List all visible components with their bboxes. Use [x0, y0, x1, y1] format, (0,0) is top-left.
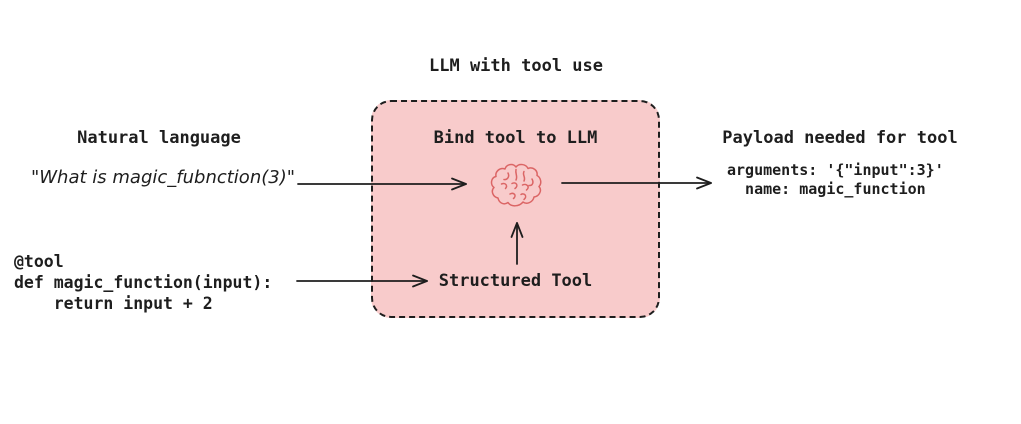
payload-output: arguments: '{"input":3}' name: magic_fun…: [727, 161, 944, 199]
tool-code-line: return input + 2: [14, 294, 213, 313]
payload-line: arguments: '{"input":3}': [727, 161, 944, 179]
natural-language-heading: Natural language: [77, 128, 241, 148]
payload-line: name: magic_function: [727, 180, 926, 198]
structured-tool-label: Structured Tool: [438, 271, 593, 291]
tool-code-line: def magic_function(input):: [14, 273, 273, 292]
tool-code: @tool def magic_function(input): return …: [14, 251, 272, 314]
brain-icon-svg: [490, 163, 542, 207]
natural-language-quote: "What is magic_fubnction(3)": [30, 167, 295, 188]
llm-box-heading: Bind tool to LLM: [433, 128, 598, 148]
tool-code-line: @tool: [14, 252, 64, 271]
brain-icon: [487, 161, 545, 213]
diagram-title: LLM with tool use: [429, 56, 603, 76]
payload-heading: Payload needed for tool: [722, 128, 958, 148]
